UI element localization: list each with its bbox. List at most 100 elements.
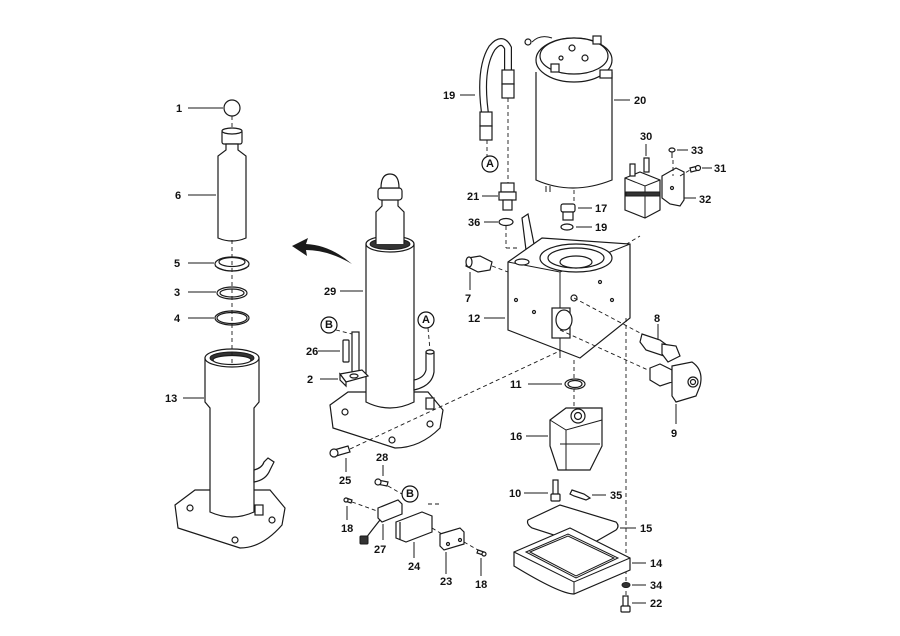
svg-text:17: 17: [595, 203, 607, 215]
svg-text:15: 15: [640, 523, 652, 535]
callout-32: 31: [702, 163, 726, 175]
callout-31: 30: [640, 131, 652, 156]
svg-text:13: 13: [165, 393, 177, 405]
callout-23: 22: [632, 598, 662, 610]
part-12-manifold-block: [507, 237, 631, 359]
part-37-o-ring: [498, 217, 514, 227]
part-27-pin: [342, 331, 360, 373]
part-25-switch-mount: [395, 511, 433, 543]
callout-21: 20: [614, 95, 646, 107]
part-20-o-ring: [560, 223, 574, 231]
part-29-screw: [374, 478, 389, 487]
part-34-screw: [668, 147, 676, 158]
part-28-micro-switch: [359, 499, 403, 545]
svg-text:A: A: [486, 158, 494, 170]
callout-4: 4: [174, 313, 214, 325]
svg-text:26: 26: [306, 346, 318, 358]
callout-2: 2: [307, 374, 338, 386]
svg-text:36: 36: [468, 217, 480, 229]
svg-text:30: 30: [640, 131, 652, 143]
svg-text:19: 19: [595, 222, 607, 234]
callout-29: 28: [376, 452, 388, 476]
ref-marker-b-bracket: B: [320, 316, 353, 335]
svg-text:11: 11: [510, 379, 522, 391]
part-35-washer: [621, 582, 631, 588]
svg-text:8: 8: [654, 313, 660, 325]
svg-text:32: 32: [699, 194, 711, 206]
svg-text:18: 18: [341, 523, 353, 535]
callout-25: 24: [408, 542, 421, 573]
part-19-hose: [479, 38, 515, 141]
part-22-fitting: [498, 182, 517, 211]
svg-text:B: B: [406, 488, 414, 500]
callout-34: 33: [677, 145, 703, 157]
callout-12: 12: [468, 313, 505, 325]
svg-text:1: 1: [176, 103, 182, 115]
callout-6: 6: [175, 190, 216, 202]
part-24-cover-plate: [439, 527, 465, 551]
callout-28: 27: [374, 524, 386, 556]
callout-22: 21: [467, 191, 498, 203]
svg-text:12: 12: [468, 313, 480, 325]
callout-18-left: 18: [341, 506, 353, 535]
callout-30: 29: [324, 286, 363, 298]
callout-14: 14: [632, 558, 663, 570]
part-16-gear-pump: [549, 407, 603, 471]
part-32-screw: [689, 164, 702, 173]
part-11-o-ring: [564, 378, 586, 390]
callout-7: 7: [465, 272, 471, 305]
svg-text:A: A: [422, 314, 430, 326]
callout-20: 19: [576, 222, 607, 234]
part-10-screw: [550, 479, 561, 502]
svg-text:24: 24: [408, 561, 421, 573]
svg-text:35: 35: [610, 490, 622, 502]
part-33-bracket: [661, 167, 685, 207]
callout-13: 13: [165, 393, 204, 405]
svg-text:28: 28: [376, 452, 388, 464]
callout-37: 36: [468, 217, 498, 229]
svg-text:7: 7: [465, 293, 471, 305]
svg-text:20: 20: [634, 95, 646, 107]
callout-9: 9: [671, 404, 677, 440]
svg-text:22: 22: [650, 598, 662, 610]
svg-text:34: 34: [650, 580, 663, 592]
svg-text:18: 18: [475, 579, 487, 591]
callout-15: 15: [620, 523, 652, 535]
ref-marker-a-cylinder: A: [417, 311, 435, 351]
part-18-screw-right: [476, 549, 487, 557]
svg-text:6: 6: [175, 190, 181, 202]
part-18-screw-left: [343, 497, 353, 504]
callout-36: 35: [592, 490, 622, 502]
svg-text:31: 31: [714, 163, 726, 175]
callout-8: 8: [654, 313, 660, 340]
part-23-bolt: [620, 595, 631, 613]
part-7-check-valve: [465, 255, 493, 273]
callout-35: 34: [632, 580, 663, 592]
part-31-contactor: [624, 157, 661, 219]
svg-text:25: 25: [339, 475, 351, 487]
ref-marker-a-hose: A: [481, 155, 499, 173]
callout-11: 11: [510, 379, 562, 391]
callout-10: 10: [509, 488, 548, 500]
callout-1: 1: [176, 103, 223, 115]
svg-text:9: 9: [671, 428, 677, 440]
part-21-electric-motor: [524, 35, 613, 192]
part-6-piston-rod: [217, 127, 247, 242]
svg-text:10: 10: [509, 488, 521, 500]
svg-text:B: B: [325, 319, 333, 331]
part-26-screw: [329, 445, 351, 458]
part-2-bracket: [338, 369, 370, 388]
svg-text:21: 21: [467, 191, 479, 203]
callout-33: 32: [684, 194, 711, 206]
callout-5: 5: [174, 258, 214, 270]
svg-text:23: 23: [440, 576, 452, 588]
callout-16: 16: [510, 431, 548, 443]
callout-19: 18 19: [443, 90, 475, 102]
svg-text:5: 5: [174, 258, 180, 270]
svg-text:4: 4: [174, 313, 181, 325]
part-36-key: [569, 489, 592, 501]
callout-26: 25: [339, 458, 351, 487]
callout-24: 23: [440, 552, 452, 588]
svg-text:3: 3: [174, 287, 180, 299]
